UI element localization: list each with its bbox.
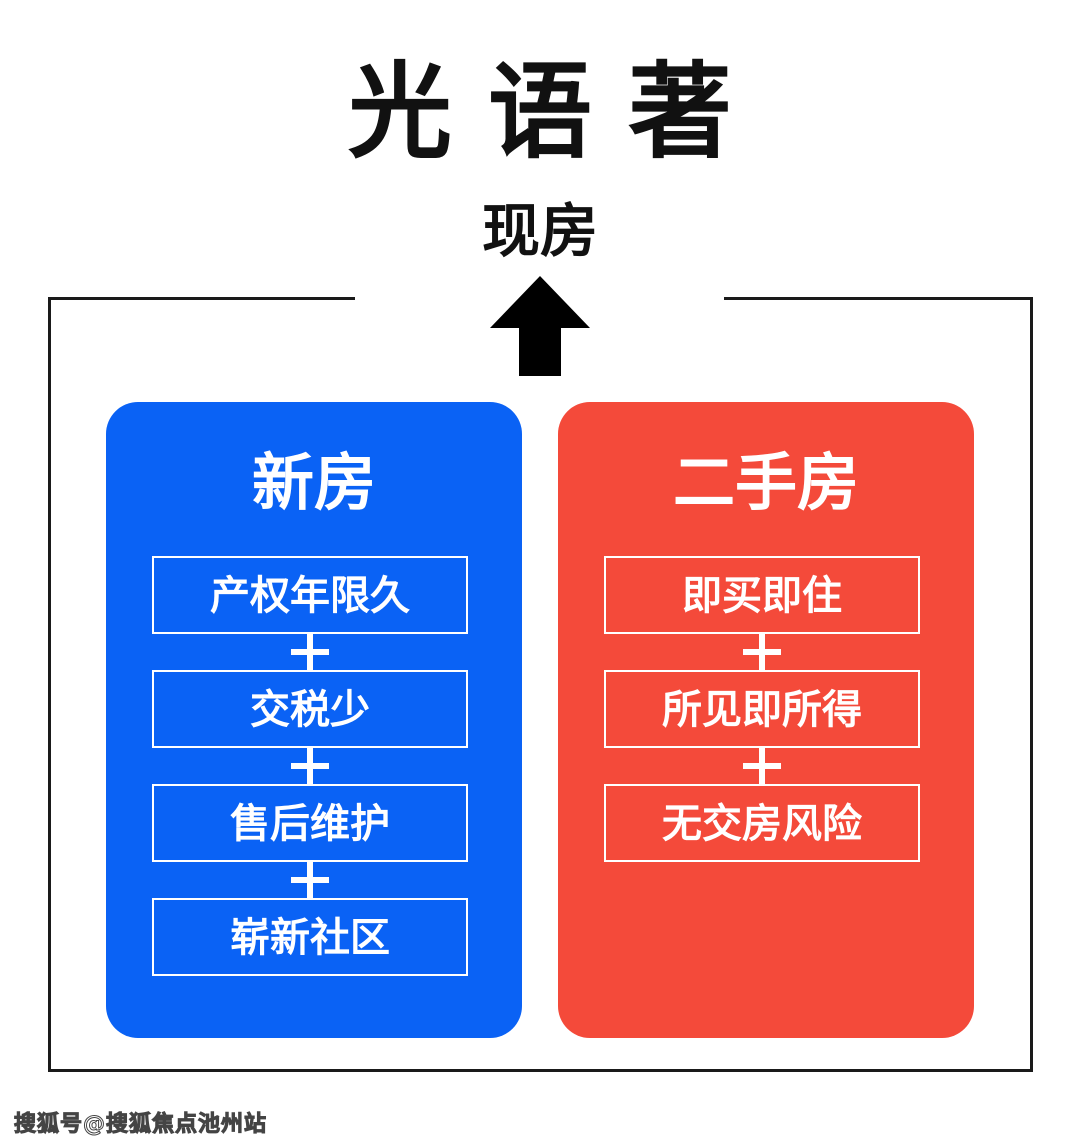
item-label: 无交房风险 (662, 801, 862, 847)
watermark: 搜狐号@搜狐焦点池州站 (13, 1112, 268, 1138)
plus-separator (152, 745, 468, 785)
frame-top-right (724, 297, 1033, 300)
frame-left (48, 297, 51, 1072)
new-house-item: 售后维护 (152, 784, 468, 862)
used-house-panel: 二手房 即买即住 所见即所得 无交房风险 (558, 402, 974, 1038)
plus-separator (152, 859, 468, 899)
plus-separator (152, 631, 468, 671)
result-label: 现房 (481, 197, 598, 265)
item-label: 产权年限久 (210, 573, 410, 619)
item-label: 所见即所得 (662, 687, 862, 733)
item-label: 交税少 (250, 687, 370, 733)
used-house-item: 所见即所得 (604, 670, 920, 748)
plus-separator (604, 631, 920, 671)
used-house-item: 即买即住 (604, 556, 920, 634)
new-house-item: 产权年限久 (152, 556, 468, 634)
frame-top-left (48, 297, 355, 300)
frame-right (1030, 297, 1033, 1072)
used-house-item: 无交房风险 (604, 784, 920, 862)
new-house-title: 新房 (251, 446, 376, 519)
page-title: 光语著 (347, 51, 768, 173)
item-label: 售后维护 (230, 801, 390, 847)
new-house-item: 崭新社区 (152, 898, 468, 976)
item-label: 即买即住 (682, 573, 842, 619)
new-house-panel: 新房 产权年限久 交税少 售后维护 崭新社区 (106, 402, 522, 1038)
new-house-item: 交税少 (152, 670, 468, 748)
used-house-title: 二手房 (672, 446, 859, 519)
plus-separator (604, 745, 920, 785)
frame-bottom (48, 1069, 1032, 1072)
arrow-up-icon (490, 276, 590, 376)
item-label: 崭新社区 (230, 915, 390, 961)
